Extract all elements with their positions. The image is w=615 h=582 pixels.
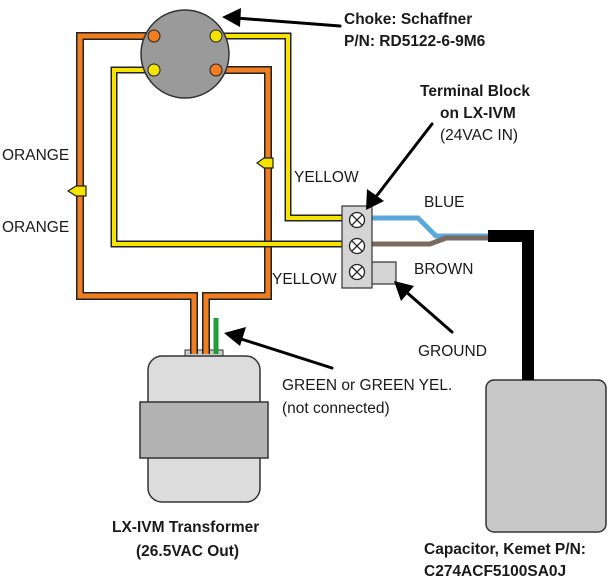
capacitor-label-line1: Capacitor, Kemet P/N: <box>424 541 586 558</box>
orange-wire-left <box>77 33 197 354</box>
screw-terminal-icon <box>348 237 366 255</box>
black-wire <box>488 230 534 380</box>
yellow-label-bottom: YELLOW <box>272 271 337 288</box>
ground-label: GROUND <box>418 343 487 360</box>
arrow-choke <box>234 16 342 28</box>
transformer-label-line1: LX-IVM Transformer <box>112 519 259 536</box>
green-label-line2: (not connected) <box>282 400 390 417</box>
yellow-label-top: YELLOW <box>294 169 359 186</box>
blue-wire <box>372 215 488 239</box>
arrow-ground <box>402 288 454 334</box>
arrow-terminal <box>373 122 434 200</box>
orange-label-top: ORANGE <box>2 147 69 164</box>
choke-pin-icon <box>147 63 161 77</box>
screw-terminal-icon <box>348 263 366 281</box>
wire-connector-icon <box>255 157 274 169</box>
screw-terminal-icon <box>348 211 366 229</box>
arrow-green <box>236 336 334 370</box>
capacitor-label-line2: C274ACF5100SA0J <box>424 563 566 580</box>
choke-component-icon <box>140 9 230 99</box>
brown-wire <box>372 235 488 247</box>
terminal-label-line2: on LX-IVM <box>440 105 516 122</box>
choke-pin-icon <box>147 29 161 43</box>
brown-label: BROWN <box>414 261 473 278</box>
terminal-label-line1: Terminal Block <box>420 83 530 100</box>
arrowhead-icon <box>366 189 384 210</box>
yellow-wire-bottom <box>112 68 352 246</box>
green-label-line1: GREEN or GREEN YEL. <box>282 377 452 394</box>
choke-label-line2: P/N: RD5122-6-9M6 <box>344 33 486 50</box>
arrowhead-icon <box>394 281 414 301</box>
choke-pin-icon <box>209 29 223 43</box>
choke-label-line1: Choke: Schaffner <box>344 11 472 28</box>
transformer-core-band <box>139 401 269 459</box>
yellow-wire-top <box>216 34 352 220</box>
transformer-label-line2: (26.5VAC Out) <box>136 543 239 560</box>
orange-wire-right <box>203 67 271 354</box>
choke-pin-icon <box>209 63 223 77</box>
ground-tab <box>369 261 397 285</box>
terminal-label-line3: (24VAC IN) <box>440 127 518 144</box>
wire-connector-icon <box>66 185 87 197</box>
blue-label: BLUE <box>424 194 465 211</box>
orange-label-bottom: ORANGE <box>2 219 69 236</box>
arrowhead-icon <box>224 327 246 346</box>
arrowhead-icon <box>222 8 241 27</box>
capacitor-icon <box>485 379 607 533</box>
